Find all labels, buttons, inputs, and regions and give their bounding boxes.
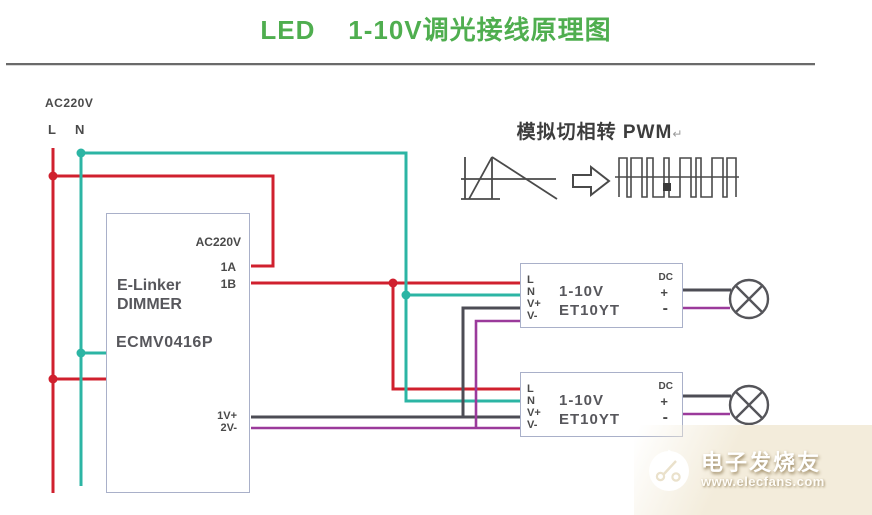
driver1-terminal-vminus: V- [527, 310, 538, 322]
driver2-model: ET10YT [559, 411, 621, 428]
driver2-terminal-n: N [527, 395, 535, 407]
dimmer-model: ECMV0416P [116, 334, 213, 351]
driver1-dc-minus: - [662, 300, 668, 317]
driver1-terminal-vplus: V+ [527, 298, 541, 310]
dimmer-brand-line1: E-Linker [117, 277, 182, 294]
driver1-dc-label: DC [658, 272, 673, 283]
driver2-terminal-l: L [527, 383, 534, 395]
pwm-waveform-icon [615, 157, 739, 198]
dimmer-terminal-1b: 1B [220, 277, 236, 291]
watermark-url: www.elecfans.com [701, 474, 825, 490]
elecfans-logo-icon [649, 449, 689, 491]
driver2-dc-plus: + [660, 394, 668, 409]
driver2-terminal-vminus: V- [527, 419, 538, 431]
mains-voltage-label: AC220V [45, 96, 94, 110]
driver2-terminal-vplus: V+ [527, 407, 541, 419]
watermark-brand: 电子发烧友 [701, 449, 822, 475]
title-divider [6, 63, 815, 66]
dimmer-terminal-1v: 1V+ [217, 410, 237, 422]
driver-box-1: L N V+ V- 1-10V ET10YT DC + - [520, 263, 683, 328]
dimmer-terminal-1a: 1A [220, 260, 236, 274]
driver2-name: 1-10V [559, 392, 605, 409]
junction-dot [401, 290, 411, 300]
live-terminal-label: L [48, 122, 56, 137]
junction-dot [76, 348, 86, 358]
pwm-mark [663, 183, 671, 191]
watermark: 电子发烧友 www.elecfans.com [634, 425, 872, 515]
dimmer-box: AC220V 1A 1B E-Linker DIMMER ECMV0416P 1… [106, 213, 250, 493]
dim-minus-driver1 [474, 319, 520, 428]
dimmer-voltage-label: AC220V [195, 235, 241, 249]
lamp-icons [728, 278, 770, 426]
analog-waveform-icon [461, 156, 558, 200]
neutral-terminal-label: N [75, 122, 85, 137]
watermark-text: 电子发烧友 www.elecfans.com [701, 450, 825, 490]
junction-dot [48, 374, 58, 384]
return-mark-icon: ↵ [672, 127, 684, 141]
lamp-icon [728, 384, 770, 426]
page-title: LED 1-10V调光接线原理图 [260, 15, 612, 45]
lamp-icon [728, 278, 770, 320]
pwm-heading-text: 模拟切相转 PWM [516, 122, 673, 143]
dimmer-terminal-2v: 2V- [220, 422, 237, 434]
driver1-terminal-l: L [527, 274, 534, 286]
arrow-right-icon [572, 164, 611, 198]
dimmer-brand: E-Linker DIMMER [117, 276, 182, 314]
driver2-dc-label: DC [658, 381, 673, 392]
dimmer-brand-line2: DIMMER [117, 296, 182, 313]
pwm-section-heading: 模拟切相转 PWM↵ [505, 117, 695, 144]
junction-dot [388, 278, 398, 288]
driver1-dc-plus: + [660, 285, 668, 300]
driver1-terminal-n: N [527, 286, 535, 298]
junction-dot [76, 148, 86, 158]
junction-dot [48, 171, 58, 181]
live-wire-driver2 [391, 283, 520, 391]
driver1-model: ET10YT [559, 302, 621, 319]
driver2-dc-minus: - [662, 409, 668, 426]
driver1-name: 1-10V [559, 283, 605, 300]
dim-plus-driver1 [461, 306, 520, 417]
